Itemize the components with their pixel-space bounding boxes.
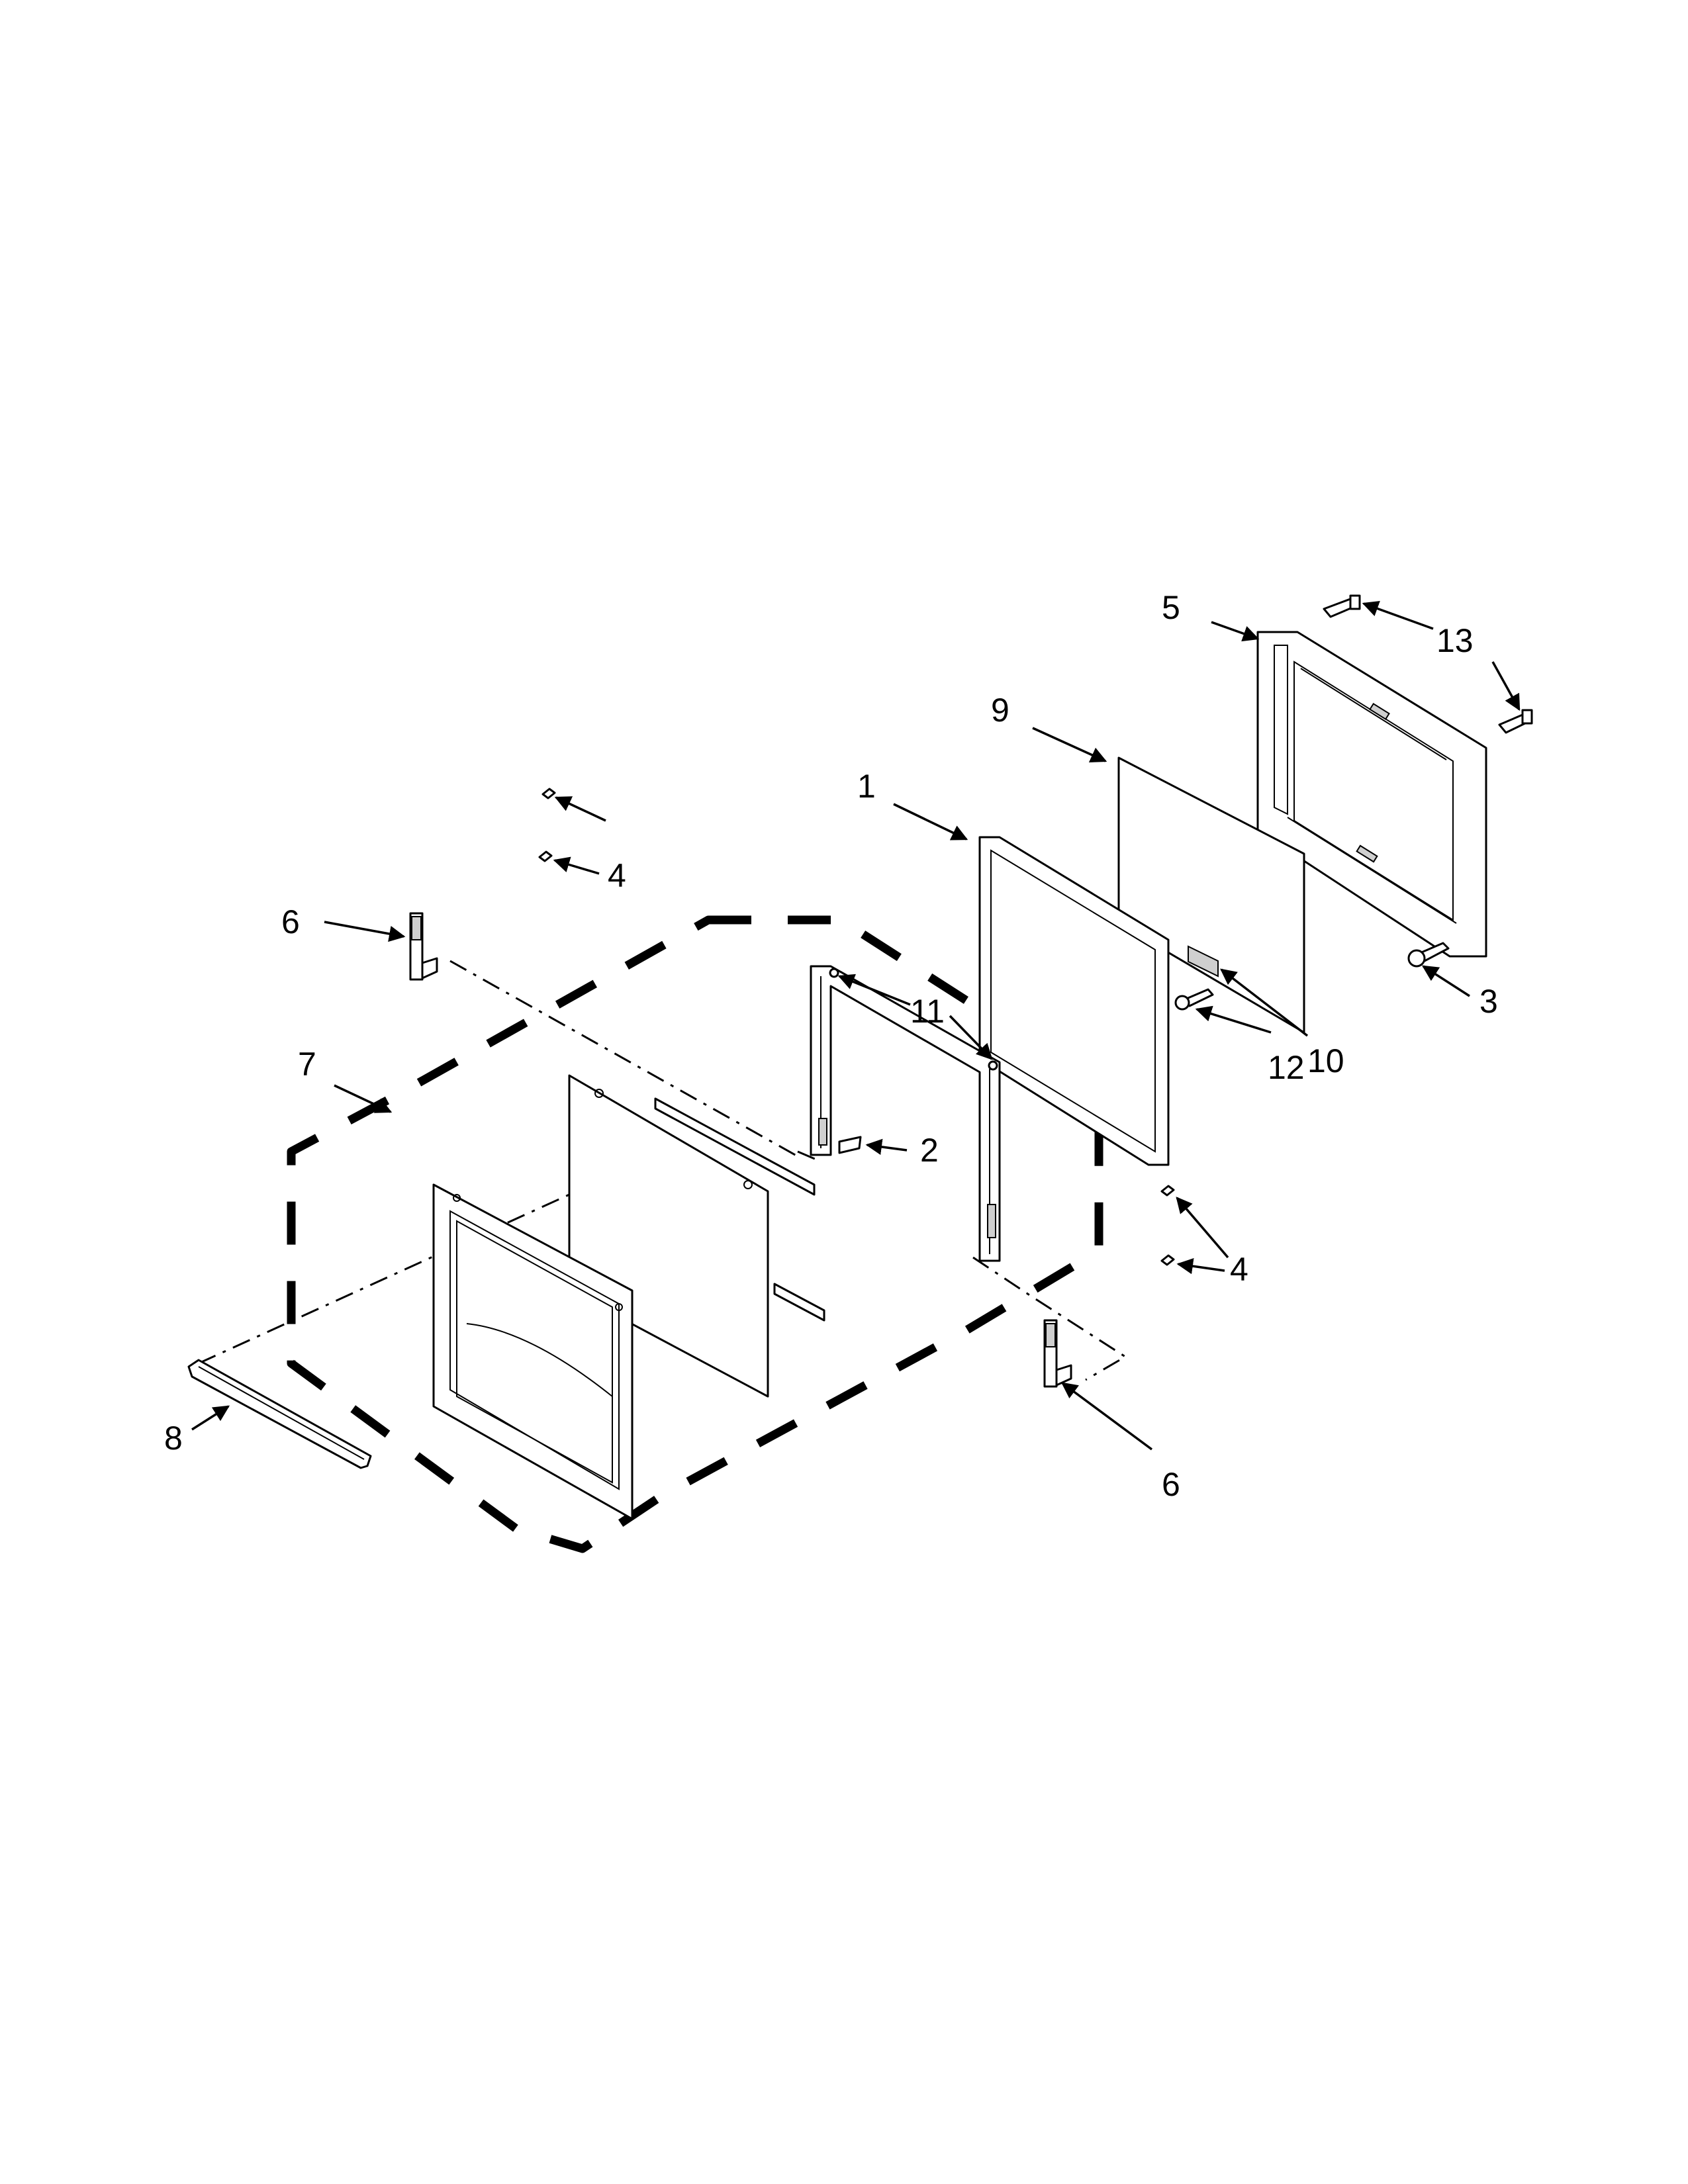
callout-4-lower: 4 (1230, 1251, 1248, 1288)
leader-10 (1220, 968, 1309, 1037)
frame-screw (1174, 988, 1214, 1011)
leader-6b (1061, 1382, 1153, 1451)
callout-9: 9 (991, 692, 1009, 729)
outer-door-panel (432, 1183, 633, 1520)
callout-6-lower: 6 (1162, 1466, 1180, 1503)
door-assembly-outline (287, 915, 1103, 1553)
leader-5 (1211, 621, 1260, 642)
screw-bottom-right (1407, 942, 1450, 968)
clip-right-a (1160, 1185, 1175, 1197)
screw-top-left (1323, 594, 1361, 618)
channel-screw-a (829, 968, 839, 978)
callout-6-upper: 6 (281, 903, 300, 940)
door-channel-assembly (810, 965, 1001, 1262)
leader-11a (837, 974, 911, 1006)
leader-8 (191, 1405, 230, 1431)
clip-right-b (1160, 1254, 1175, 1266)
leader-4b-top (1176, 1197, 1229, 1259)
callout-8: 8 (164, 1420, 183, 1457)
leader-7 (334, 1084, 393, 1113)
callout-4-upper: 4 (608, 857, 626, 894)
leader-12 (1195, 1005, 1272, 1034)
callout-7: 7 (298, 1046, 316, 1083)
leader-1 (893, 803, 968, 841)
hinge-right (1043, 1319, 1072, 1388)
clip-top-b (538, 850, 553, 862)
leader-13a (1362, 600, 1434, 630)
leader-9 (1032, 727, 1107, 763)
alignment-line-hinge-left (449, 960, 802, 1160)
glass-support-strip (654, 1097, 825, 1322)
leader-3 (1421, 965, 1470, 997)
leader-6a (324, 921, 406, 942)
door-handle (187, 1359, 372, 1469)
inner-glass-frame (978, 836, 1170, 1166)
callout-1: 1 (857, 768, 876, 805)
callout-3: 3 (1479, 983, 1498, 1020)
alignment-line-hinge-right (972, 1256, 1127, 1381)
alignment-line-glass-frame (797, 1150, 821, 1163)
callout-10: 10 (1307, 1042, 1344, 1079)
leader-4a-top (554, 796, 606, 822)
screw-top-right (1498, 709, 1533, 734)
leader-4a-bottom (553, 856, 600, 875)
callout-5: 5 (1162, 589, 1180, 626)
leader-13b (1491, 661, 1521, 711)
leader-4b-bottom (1176, 1257, 1225, 1275)
alignment-line-handle (198, 1193, 570, 1365)
channel-screw-b (988, 1060, 998, 1071)
callout-11: 11 (910, 993, 945, 1030)
leader-2 (865, 1138, 908, 1156)
leader-11b (949, 1015, 993, 1060)
callout-13: 13 (1436, 622, 1474, 659)
callout-2: 2 (920, 1132, 939, 1169)
glass-clip (1188, 945, 1219, 978)
callout-12: 12 (1268, 1049, 1305, 1086)
clip-top-a (541, 788, 556, 799)
hinge-left (409, 912, 438, 981)
